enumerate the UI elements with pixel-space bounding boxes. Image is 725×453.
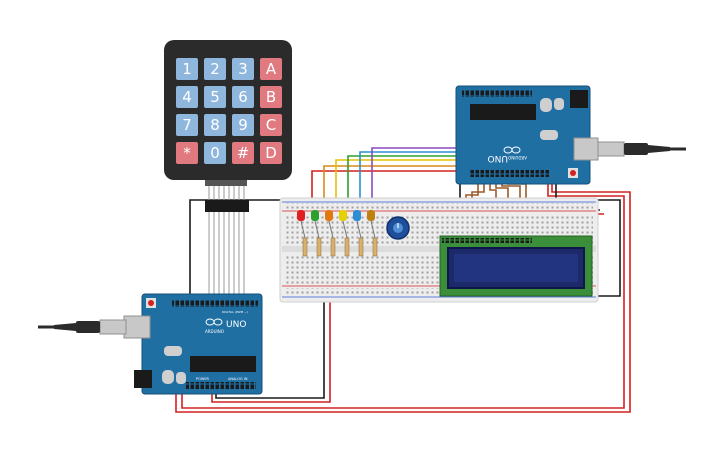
keypad-key-label: 9 — [238, 116, 248, 134]
led-green — [311, 210, 319, 221]
arduino-bottom-brand: ARDUINO — [205, 329, 224, 334]
led-blue — [353, 210, 361, 221]
led-amber — [367, 210, 375, 221]
keypad-key-label: 4 — [182, 88, 192, 106]
barrel-jack — [570, 90, 588, 108]
led-yellow — [339, 210, 347, 221]
barrel-jack-bottom — [134, 370, 152, 388]
arduino-top: UNO ARDUINO — [455, 85, 686, 185]
keypad-key-#[interactable] — [232, 142, 254, 164]
infinity-logo-icon — [503, 146, 521, 154]
usb-port-bottom — [123, 315, 151, 339]
led-lead — [342, 220, 348, 239]
keypad-key-1[interactable] — [176, 58, 198, 80]
keypad-header-pins — [205, 200, 249, 212]
keypad-key-label: # — [237, 144, 250, 162]
keypad-key-label: 0 — [210, 144, 220, 162]
led-lead — [314, 220, 320, 239]
resistor — [330, 237, 336, 257]
keypad-key-label: * — [183, 144, 191, 162]
arduino-bottom: ARDUINO UNO POWER ANALOG IN DIGITAL (PWM… — [38, 293, 263, 395]
arduino-bottom-power: POWER — [196, 377, 210, 381]
keypad-key-A[interactable] — [260, 58, 282, 80]
resistor — [302, 237, 308, 257]
led-lead — [328, 220, 334, 239]
arduino-top-model: UNO — [488, 153, 508, 163]
arduino-bottom-analog: ANALOG IN — [228, 377, 248, 381]
resistor — [344, 237, 350, 257]
keypad-key-label: 7 — [182, 116, 192, 134]
atmega-chip — [470, 104, 536, 120]
keypad-key-7[interactable] — [176, 114, 198, 136]
led-orange — [325, 210, 333, 221]
wire-red-outer-1 — [175, 180, 631, 413]
keypad-key-label: 8 — [210, 116, 220, 134]
resistor — [316, 237, 322, 257]
arduino-bottom-digital: DIGITAL (PWM ~) — [222, 310, 248, 314]
keypad-key-label: 2 — [210, 60, 220, 78]
infinity-logo-icon — [205, 318, 223, 326]
led-lead — [370, 220, 376, 239]
keypad-key-3[interactable] — [232, 58, 254, 80]
keypad-connector — [205, 180, 247, 186]
usb-port — [573, 137, 599, 161]
resistor — [372, 237, 378, 257]
usb-plug-icon — [597, 141, 686, 157]
potentiometer — [386, 216, 410, 240]
keypad-key-label: B — [266, 88, 276, 106]
resistor — [358, 237, 364, 257]
arduino-bottom-model: UNO — [226, 320, 246, 330]
keypad-key-label: 6 — [238, 88, 248, 106]
keypad-key-9[interactable] — [232, 114, 254, 136]
keypad-key-6[interactable] — [232, 86, 254, 108]
atmega-chip-bottom — [190, 356, 256, 372]
keypad-key-B[interactable] — [260, 86, 282, 108]
keypad-key-label: 5 — [210, 88, 220, 106]
keypad-key-D[interactable] — [260, 142, 282, 164]
led-red — [297, 210, 305, 221]
wire-black-right — [555, 182, 621, 297]
keypad-key-5[interactable] — [204, 86, 226, 108]
usb-plug-icon — [38, 319, 127, 335]
keypad-key-C[interactable] — [260, 114, 282, 136]
led-row — [297, 210, 378, 257]
keypad-key-2[interactable] — [204, 58, 226, 80]
lcd-display — [439, 235, 593, 297]
keypad-key-label: 3 — [238, 60, 248, 78]
keypad-key-label: C — [266, 116, 276, 134]
led-lead — [300, 220, 306, 239]
keypad-key-8[interactable] — [204, 114, 226, 136]
keypad-key-4[interactable] — [176, 86, 198, 108]
keypad-key-label: A — [266, 60, 277, 78]
keypad-key-0[interactable] — [204, 142, 226, 164]
keypad-key-label: D — [265, 144, 277, 162]
led-lead — [356, 220, 362, 239]
arduino-top-brand: ARDUINO — [508, 155, 527, 160]
keypad-key-label: 1 — [182, 60, 192, 78]
keypad-key-*[interactable] — [176, 142, 198, 164]
